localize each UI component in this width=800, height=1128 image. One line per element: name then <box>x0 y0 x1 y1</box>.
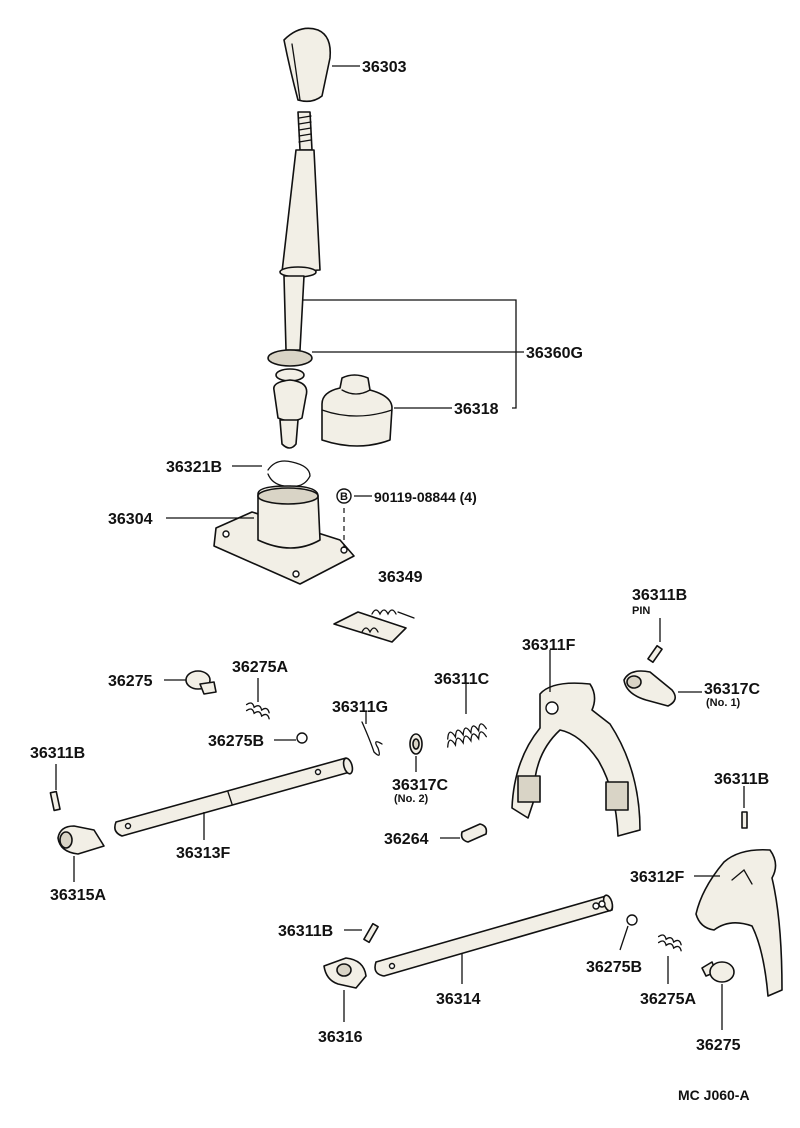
interlock-pin[interactable] <box>460 823 488 843</box>
label-36311C: 36311C <box>434 671 490 688</box>
label-36313F: 36313F <box>176 845 230 862</box>
label-36264: 36264 <box>384 831 429 848</box>
label-36275-left: 36275 <box>108 673 153 690</box>
ball-36275B-left[interactable] <box>296 732 308 744</box>
label-no1: (No. 1) <box>706 697 741 709</box>
label-90119-08844: 90119-08844 (4) <box>374 489 477 505</box>
label-36311F: 36311F <box>522 637 576 654</box>
shift-spring[interactable] <box>333 609 415 643</box>
label-36349: 36349 <box>378 569 423 586</box>
label-36315A: 36315A <box>50 887 106 904</box>
label-36304: 36304 <box>108 511 153 528</box>
label-36275-right: 36275 <box>696 1037 741 1054</box>
label-36317C-no1: 36317C <box>704 681 760 698</box>
label-36318: 36318 <box>454 401 499 418</box>
pin-middle[interactable] <box>363 922 379 944</box>
shift-fork-36311F[interactable] <box>511 682 641 837</box>
shift-shaft-36314[interactable] <box>374 894 614 977</box>
snap-ring[interactable] <box>267 460 311 487</box>
plug-36275-left[interactable] <box>185 670 217 695</box>
pin-right[interactable] <box>741 811 748 829</box>
label-36311B-top: 36311B <box>632 587 687 604</box>
diagram-code: MC J060-A <box>678 1087 750 1103</box>
label-36312F: 36312F <box>630 869 684 886</box>
shift-head-36316[interactable] <box>323 957 367 989</box>
bolt-badge-icon: B <box>336 488 352 504</box>
label-no2: (No. 2) <box>394 793 429 805</box>
label-36311B-left: 36311B <box>30 745 85 762</box>
shift-head-no1[interactable] <box>623 670 676 707</box>
label-36316: 36316 <box>318 1029 363 1046</box>
spring-36275A-right[interactable] <box>657 934 683 952</box>
label-36314: 36314 <box>436 991 481 1008</box>
plug-36275-right[interactable] <box>701 961 735 983</box>
label-36275B-right: 36275B <box>586 959 642 976</box>
label-36275A-right: 36275A <box>640 991 696 1008</box>
shift-lever[interactable] <box>267 111 321 449</box>
label-36317C-no2: 36317C <box>392 777 448 794</box>
label-36275A-left: 36275A <box>232 659 288 676</box>
svg-text:B: B <box>340 491 348 503</box>
compression-spring[interactable] <box>446 723 488 748</box>
pin-top[interactable] <box>647 644 663 664</box>
label-pin: PIN <box>632 605 650 617</box>
label-36360G: 36360G <box>526 345 583 362</box>
label-36321B: 36321B <box>166 459 222 476</box>
pin-left[interactable] <box>49 790 61 812</box>
label-36275B-left: 36275B <box>208 733 264 750</box>
label-36303: 36303 <box>362 59 407 76</box>
clip-36311G[interactable] <box>361 721 383 756</box>
washer-36317C-no2[interactable] <box>409 733 423 755</box>
shift-knob[interactable] <box>283 27 332 103</box>
lever-boot[interactable] <box>321 374 393 447</box>
label-36311B-mid: 36311B <box>278 923 333 940</box>
shift-head-36315A[interactable] <box>57 825 105 855</box>
shift-fork-36312F[interactable] <box>695 848 783 997</box>
ball-36275B-right[interactable] <box>626 914 638 926</box>
shift-shaft-36313F[interactable] <box>114 757 354 837</box>
label-36311B-right: 36311B <box>714 771 769 788</box>
spring-36275A-left[interactable] <box>245 702 271 720</box>
label-36311G: 36311G <box>332 699 388 716</box>
shift-lever-housing[interactable] <box>213 485 355 585</box>
